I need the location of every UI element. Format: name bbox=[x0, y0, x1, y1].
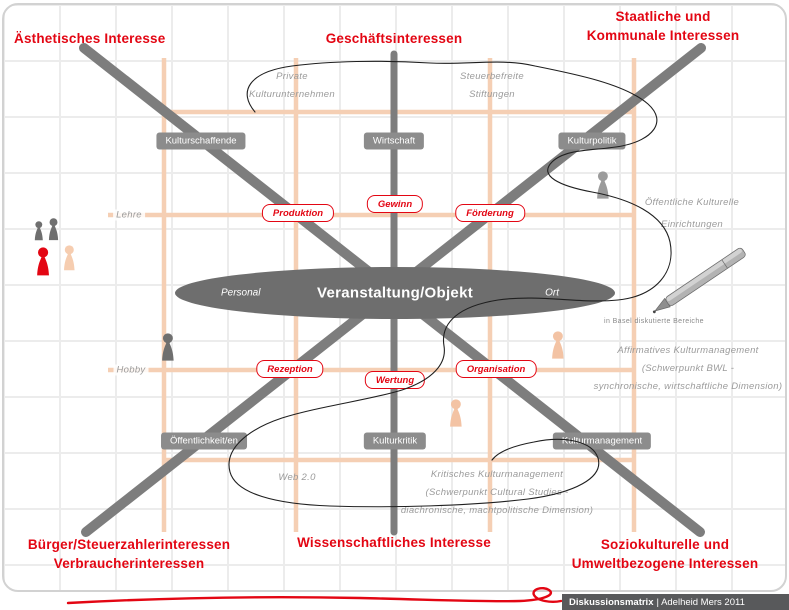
node-kulturschaffende: Kulturschaffende bbox=[156, 132, 246, 150]
node-produktion: Produktion bbox=[261, 204, 335, 222]
annotation-kritisches-kulturmanagement: Kritisches Kulturmanagement (Schwerpunkt… bbox=[400, 469, 594, 516]
annotation-lehre: Lehre bbox=[113, 209, 145, 221]
node-kulturkritik: Kulturkritik bbox=[363, 432, 427, 450]
footer-author: | Adelheid Mers 2011 bbox=[656, 596, 745, 608]
annotation-steuerbefreite-stiftungen: Steuerbefreite Stiftungen bbox=[460, 71, 524, 100]
center-ellipse: Personal Veranstaltung/Objekt Ort bbox=[175, 267, 615, 319]
node-foerderung: Förderung bbox=[455, 204, 525, 222]
annotation-affirmatives-kulturmanagement: Affirmatives Kulturmanagement (Schwerpun… bbox=[593, 345, 783, 392]
annotation-basel-note: in Basel diskutierte Bereiche bbox=[604, 318, 704, 325]
node-oeffentlichkeiten: Öffentlichkeit/en bbox=[161, 432, 247, 450]
annotation-oeffentliche-einrichtungen: Öffentliche Kulturelle Einrichtungen bbox=[644, 197, 740, 230]
label-soziokulturelle-interessen: Soziokulturelle und Umweltbezogene Inter… bbox=[571, 537, 759, 571]
node-kulturmanagement: Kulturmanagement bbox=[552, 432, 652, 450]
label-staatliche-kommunale-interessen: Staatliche und Kommunale Interessen bbox=[586, 9, 740, 43]
footer-brand: Diskussionsmatrix bbox=[569, 596, 654, 608]
node-kulturpolitik: Kulturpolitik bbox=[558, 132, 626, 150]
label-geschaeftsinteressen: Geschäftsinteressen bbox=[325, 31, 463, 46]
ellipse-label-ort: Ort bbox=[545, 287, 559, 299]
label-aesthetisches-interesse: Ästhetisches Interesse bbox=[14, 31, 166, 46]
label-wissenschaftliches-interesse: Wissenschaftliches Interesse bbox=[297, 535, 491, 550]
annotation-hobby: Hobby bbox=[113, 364, 149, 376]
node-organisation: Organisation bbox=[455, 360, 537, 378]
node-wertung: Wertung bbox=[364, 371, 426, 389]
node-wirtschaft: Wirtschaft bbox=[363, 132, 425, 150]
ellipse-label-personal: Personal bbox=[221, 287, 261, 299]
ellipse-title: Veranstaltung/Objekt bbox=[316, 284, 474, 302]
annotation-private-kulturunternehmen: Private Kulturunternehmen bbox=[249, 71, 335, 100]
node-rezeption: Rezeption bbox=[256, 360, 324, 378]
label-buerger-verbraucherinteressen: Bürger/Steuerzahlerinteressen Verbrauche… bbox=[27, 537, 231, 571]
annotation-web20: Web 2.0 bbox=[278, 472, 316, 483]
footer-credit: Diskussionsmatrix | Adelheid Mers 2011 bbox=[562, 594, 789, 610]
node-gewinn: Gewinn bbox=[366, 195, 424, 213]
